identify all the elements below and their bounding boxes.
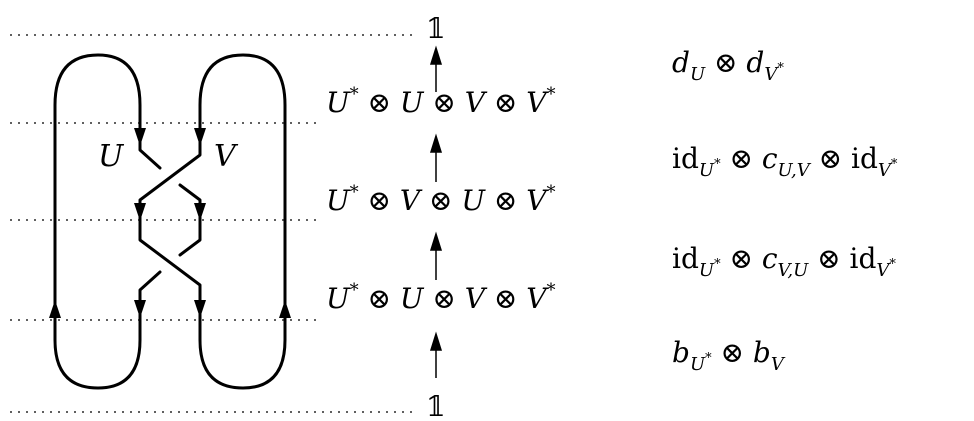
left-cup-strand [53,298,142,390]
arrowhead-3 [429,231,443,251]
arrow-down-left-mid [134,203,146,221]
strand-label-u: U [98,139,125,174]
strand-label-v: V [214,139,239,174]
strand-arrows [49,128,291,318]
arrow-down-right-mid [194,203,206,221]
lower-crossing-under-bottom [138,270,162,302]
arrow-up-right-outer [279,300,291,318]
arrow-up-left-outer [49,300,61,318]
arrowhead-4 [429,331,443,351]
lower-crossing-over [138,226,202,302]
morphism-braiding-vu: idU* ⊗ cV,U ⊗ idV* [672,242,896,281]
right-cup-strand [198,298,287,390]
right-cap-strand [198,53,287,322]
level-2-object: U* ⊗ V ⊗ U ⊗ V* [326,182,556,217]
arrow-down-left-bottom [134,300,146,318]
lower-crossing-under-top [178,226,202,257]
unit-bottom: 𝟙 [426,390,445,421]
level-1-object: U* ⊗ U ⊗ V ⊗ V* [326,84,556,119]
left-cap-strand [53,53,142,322]
morphism-evaluation: dU ⊗ dV* [672,46,784,85]
unit-top: 𝟙 [426,12,445,45]
morphism-coevaluation: bU* ⊗ bV [672,336,786,375]
level-3-object: U* ⊗ U ⊗ V ⊗ V* [326,280,556,315]
upper-crossing-over [138,138,202,214]
arrow-down-right-bottom [194,300,206,318]
arrowhead-1 [429,45,443,65]
morphism-braiding-uv: idU* ⊗ cU,V ⊗ idV* [672,142,898,181]
upper-crossing-under-top [138,138,162,170]
arrow-down-right-top [194,128,206,146]
arrowhead-2 [429,133,443,153]
arrow-down-left-top [134,128,146,146]
